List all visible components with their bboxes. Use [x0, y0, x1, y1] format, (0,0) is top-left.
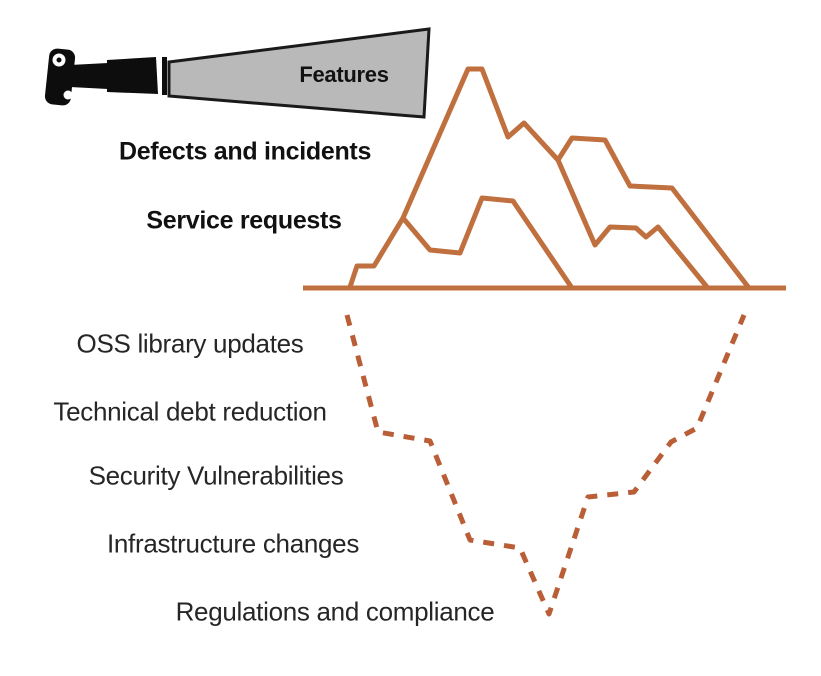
flashlight-bottom-notch	[63, 90, 73, 100]
label-oss-library-updates: OSS library updates	[76, 328, 304, 359]
flashlight-lens-rim	[162, 57, 167, 95]
label-security-vulnerabilities: Security Vulnerabilities	[88, 460, 344, 491]
beam-label-features: Features	[299, 62, 389, 87]
iceberg-underwater-outline	[344, 314, 747, 617]
flashlight-icon	[44, 48, 167, 106]
iceberg-right-ridge-outline	[555, 135, 752, 291]
iceberg-front-peak-outline	[400, 195, 575, 291]
label-technical-debt-reduction: Technical debt reduction	[53, 396, 327, 427]
iceberg-back-mountain-outline	[347, 66, 710, 290]
label-infrastructure-changes: Infrastructure changes	[106, 528, 360, 559]
label-defects-and-incidents: Defects and incidents	[118, 137, 372, 166]
flashlight-ring-dot	[56, 57, 62, 63]
label-regulations-and-compliance: Regulations and compliance	[175, 596, 495, 627]
flashlight-barrel	[70, 63, 108, 89]
flashlight-beam	[167, 27, 431, 119]
label-service-requests: Service requests	[146, 206, 342, 235]
flashlight-head	[107, 57, 158, 94]
